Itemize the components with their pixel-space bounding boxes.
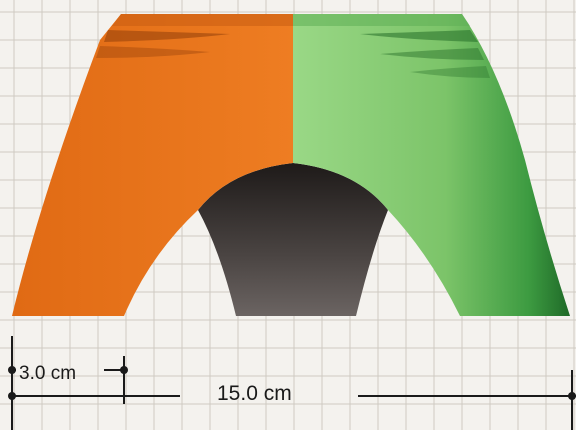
right-arch-half	[293, 14, 570, 316]
right-top-shading	[293, 14, 490, 78]
small-dimension-label: 3.0 cm	[19, 363, 77, 384]
large-dimension-label: 15.0 cm	[217, 382, 292, 405]
dimension-lines	[11, 336, 576, 430]
dimension-endpoints	[8, 366, 576, 400]
left-top-shading	[96, 14, 293, 58]
inner-void-shape	[198, 163, 388, 316]
left-arch-half	[12, 14, 293, 316]
